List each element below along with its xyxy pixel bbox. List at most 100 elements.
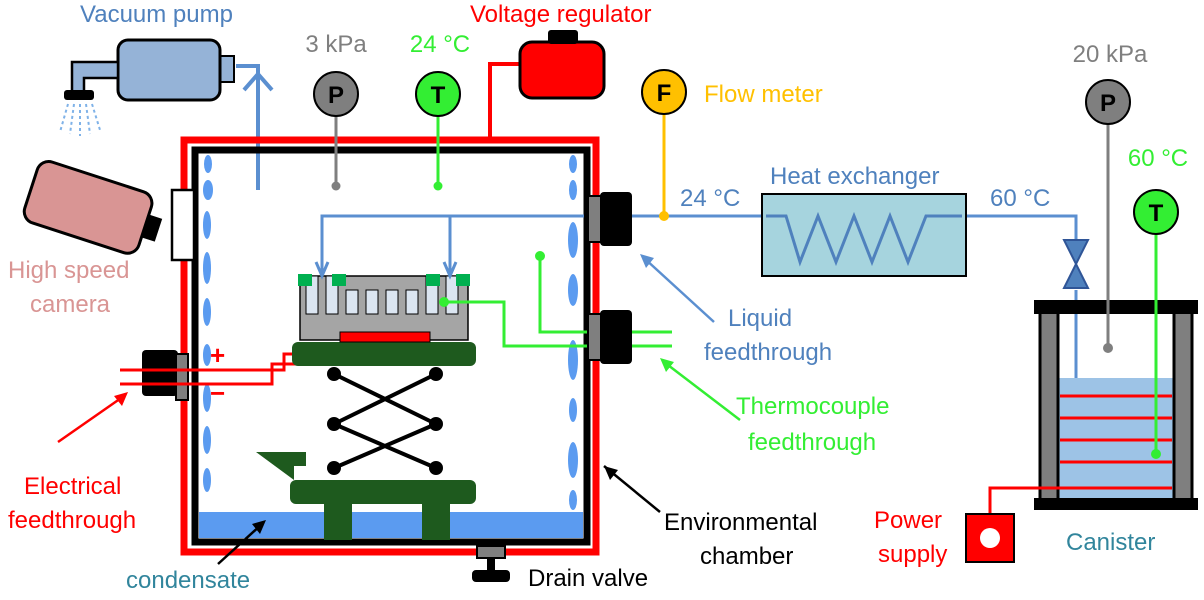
flow-meter-label: Flow meter xyxy=(704,81,823,108)
test-stage xyxy=(256,274,476,540)
spray-nozzle-right-b xyxy=(456,274,470,286)
canister-temperature-letter: T xyxy=(1149,200,1164,227)
internal-liquid-lines xyxy=(320,214,584,274)
liquid-arrow-right xyxy=(442,261,458,280)
camera-body xyxy=(22,160,154,255)
pump-connector xyxy=(219,55,235,83)
heat-exchanger-body xyxy=(761,193,967,277)
power-supply-label-line1: Power xyxy=(874,507,942,534)
thermocouple-tip-sink xyxy=(439,297,449,307)
liquid-feedthrough: Liquid feedthrough xyxy=(587,192,832,366)
high-speed-camera: High speed camera xyxy=(8,160,196,318)
liquid-arrow-left xyxy=(314,261,330,280)
drain-valve-label: Drain valve xyxy=(528,565,648,592)
liquid-feedthrough-pointer-head xyxy=(640,254,654,268)
plus-polarity: + xyxy=(210,340,225,370)
drain-valve-handle xyxy=(472,570,510,582)
canister-pressure-dial xyxy=(1085,79,1131,125)
liquid-feedthrough-flange xyxy=(600,192,632,246)
heat-exchanger: Heat exchanger xyxy=(761,163,967,277)
canister-temperature-gauge: T 60 °C xyxy=(1128,145,1188,459)
thermocouple-feedthrough: Thermocouple feedthrough xyxy=(587,310,889,456)
canister-pressure-gauge: P 20 kPa xyxy=(1073,41,1148,353)
pump-body xyxy=(116,38,222,102)
outlet-temperature-reading: 60 °C xyxy=(990,185,1050,212)
high-speed-camera-label-line1: High speed xyxy=(8,257,129,284)
temperature-gauge-dial xyxy=(415,71,461,117)
condensate-label: condensate xyxy=(126,567,250,594)
stage-leg-left xyxy=(324,500,352,540)
condensate-annotation: condensate xyxy=(126,520,266,594)
regulator-body xyxy=(518,40,606,100)
electrical-feedthrough-flange xyxy=(142,350,178,396)
flow-meter-tap xyxy=(659,211,669,221)
canister-valve xyxy=(1062,239,1090,289)
canister-label: Canister xyxy=(1066,529,1155,556)
heat-sink-fins xyxy=(305,275,459,315)
chamber-temperature-reading: 24 °C xyxy=(410,31,470,58)
thermocouple-feedthrough-plug xyxy=(587,313,603,361)
flow-meter-letter: F xyxy=(657,80,672,107)
electrical-pointer xyxy=(57,394,125,444)
power-supply-button xyxy=(980,528,1000,548)
canister-bottom xyxy=(1034,498,1198,510)
stage-lever xyxy=(256,452,306,480)
temperature-gauge-letter: T xyxy=(431,82,446,109)
flow-meter: F Flow meter xyxy=(641,69,823,216)
inlet-temperature-reading: 24 °C xyxy=(680,185,740,212)
chamber-temperature-gauge: T 24 °C xyxy=(410,31,470,191)
exhaust-spray xyxy=(59,103,101,136)
drain-valve-body xyxy=(476,545,506,559)
liquid-feedthrough-label-line1: Liquid xyxy=(728,305,792,332)
vacuum-flow-arrow xyxy=(242,70,274,92)
liquid-feedthrough-label-line2: feedthrough xyxy=(704,339,832,366)
pump-spout xyxy=(70,60,120,94)
thermocouple-lines xyxy=(444,256,672,348)
spray-nozzle-left-a xyxy=(298,274,312,286)
thermocouple-feedthrough-flange xyxy=(600,310,632,364)
high-speed-camera-label-line2: camera xyxy=(30,291,111,318)
canister-temperature-dial xyxy=(1133,189,1179,235)
electrical-pointer-head xyxy=(114,392,128,406)
chamber-pointer-head xyxy=(604,466,618,480)
spray-nozzle-right-a xyxy=(426,274,440,286)
canister-pressure-reading: 20 kPa xyxy=(1073,41,1148,68)
voltage-regulator: Voltage regulator xyxy=(470,1,651,140)
liquid-feedthrough-pointer xyxy=(643,257,715,323)
canister: Canister xyxy=(1034,300,1198,556)
pressure-gauge-letter: P xyxy=(328,82,344,109)
thermocouple-tip-vapor xyxy=(535,251,545,261)
canister-wall-left xyxy=(1038,300,1060,508)
voltage-regulator-label: Voltage regulator xyxy=(470,1,651,28)
stage-top-plate xyxy=(292,342,476,366)
heat-sink-base xyxy=(299,275,469,341)
flow-meter-dial xyxy=(641,69,687,115)
minus-polarity: − xyxy=(210,378,225,408)
regulator-knob xyxy=(548,30,578,44)
pressure-gauge-dial xyxy=(313,71,359,117)
viewing-window xyxy=(170,188,196,262)
canister-wall-right xyxy=(1172,300,1194,508)
condensate-pointer-head xyxy=(252,520,266,534)
thermocouple-pointer-head xyxy=(660,358,674,372)
wall-condensation xyxy=(203,155,578,510)
vacuum-pump-label: Vacuum pump xyxy=(80,1,233,28)
liquid-feedthrough-plug xyxy=(587,195,603,243)
drain-valve-stem xyxy=(487,558,495,574)
thermocouple-pointer xyxy=(663,361,741,421)
canister-pressure-letter: P xyxy=(1100,90,1116,117)
heat-exchanger-coil xyxy=(766,211,962,267)
canister-lid xyxy=(1034,300,1198,314)
condensate-pointer xyxy=(217,523,263,565)
drain-valve: Drain valve xyxy=(472,545,648,592)
stage-leg-right xyxy=(422,500,450,540)
vacuum-pump: Vacuum pump xyxy=(59,1,274,190)
power-supply-label-line2: supply xyxy=(878,541,947,568)
electrical-feedthrough-plug xyxy=(175,353,189,401)
stage-base-plate xyxy=(290,480,476,504)
chamber-pressure-reading: 3 kPa xyxy=(305,31,367,58)
power-supply-wire xyxy=(988,486,1060,514)
scissor-joints xyxy=(327,367,443,475)
